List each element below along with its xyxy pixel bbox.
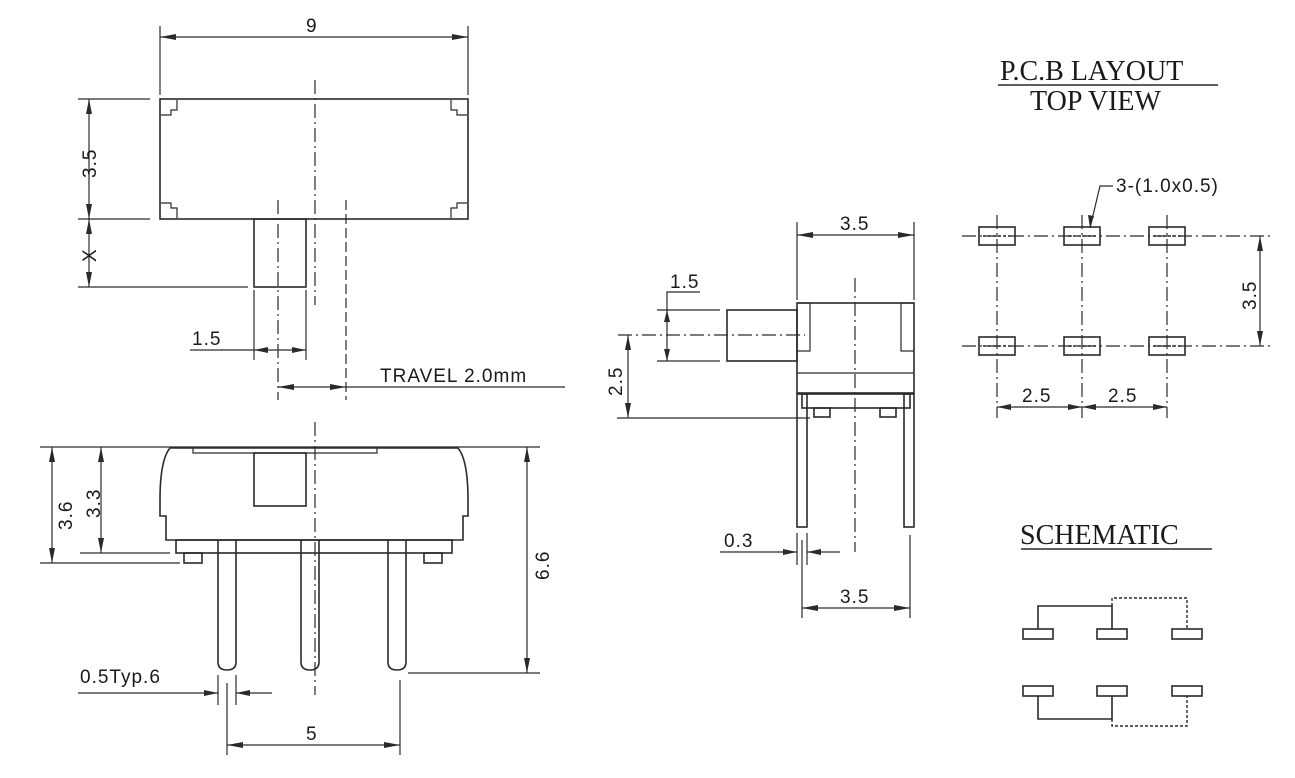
dim-body-depth-3-5: 3.5 (840, 214, 869, 235)
dim-overall-height-6-6: 6.6 (533, 551, 554, 580)
pcb-layout-title: P.C.B LAYOUT (1000, 56, 1183, 87)
dim-height-3-5: 3.5 (80, 149, 101, 178)
dim-body-height-3-3: 3.3 (84, 489, 105, 518)
dim-actuator-x: X (80, 248, 101, 262)
schematic-title: SCHEMATIC (1020, 520, 1179, 551)
dim-pin-pitch-5: 5 (306, 724, 318, 745)
dim-actuator-height-1-5: 1.5 (670, 272, 699, 293)
pad (1148, 336, 1186, 356)
pcb-layout: P.C.B LAYOUT TOP VIEW 3-(1.0x0.5) 3.5 (962, 56, 1272, 418)
dim-actuator-offset-2-5: 2.5 (606, 367, 627, 396)
dim-travel: TRAVEL 2.0mm (380, 366, 527, 387)
top-view: 9 3.5 X 1.5 TRAVEL 2.0mm (78, 16, 565, 400)
dim-body-height-3-6: 3.6 (56, 501, 77, 530)
pcb-layout-subtitle: TOP VIEW (1030, 86, 1161, 117)
dim-pitch-left-2-5: 2.5 (1022, 386, 1051, 407)
pad (978, 226, 1016, 246)
side-view: 3.5 1.5 2.5 0.3 3.5 (606, 214, 915, 618)
dim-pin-row-spacing-3-5: 3.5 (840, 587, 869, 608)
dim-pin-thickness-0-3: 0.3 (724, 531, 753, 552)
dim-width-9: 9 (306, 16, 318, 37)
dim-row-spacing-3-5: 3.5 (1240, 281, 1261, 310)
pad (1063, 336, 1101, 356)
dim-pin-width: 0.5Typ.6 (80, 667, 161, 688)
pad (1148, 226, 1186, 246)
schematic: SCHEMATIC (1020, 520, 1212, 727)
dim-pitch-right-2-5: 2.5 (1108, 386, 1137, 407)
pad-size-callout: 3-(1.0x0.5) (1116, 176, 1219, 197)
pad (1063, 226, 1101, 246)
pad (978, 336, 1016, 356)
front-view: 3.6 3.3 6.6 0.5Typ.6 5 (40, 422, 554, 755)
dim-actuator-width-1-5: 1.5 (192, 329, 221, 350)
